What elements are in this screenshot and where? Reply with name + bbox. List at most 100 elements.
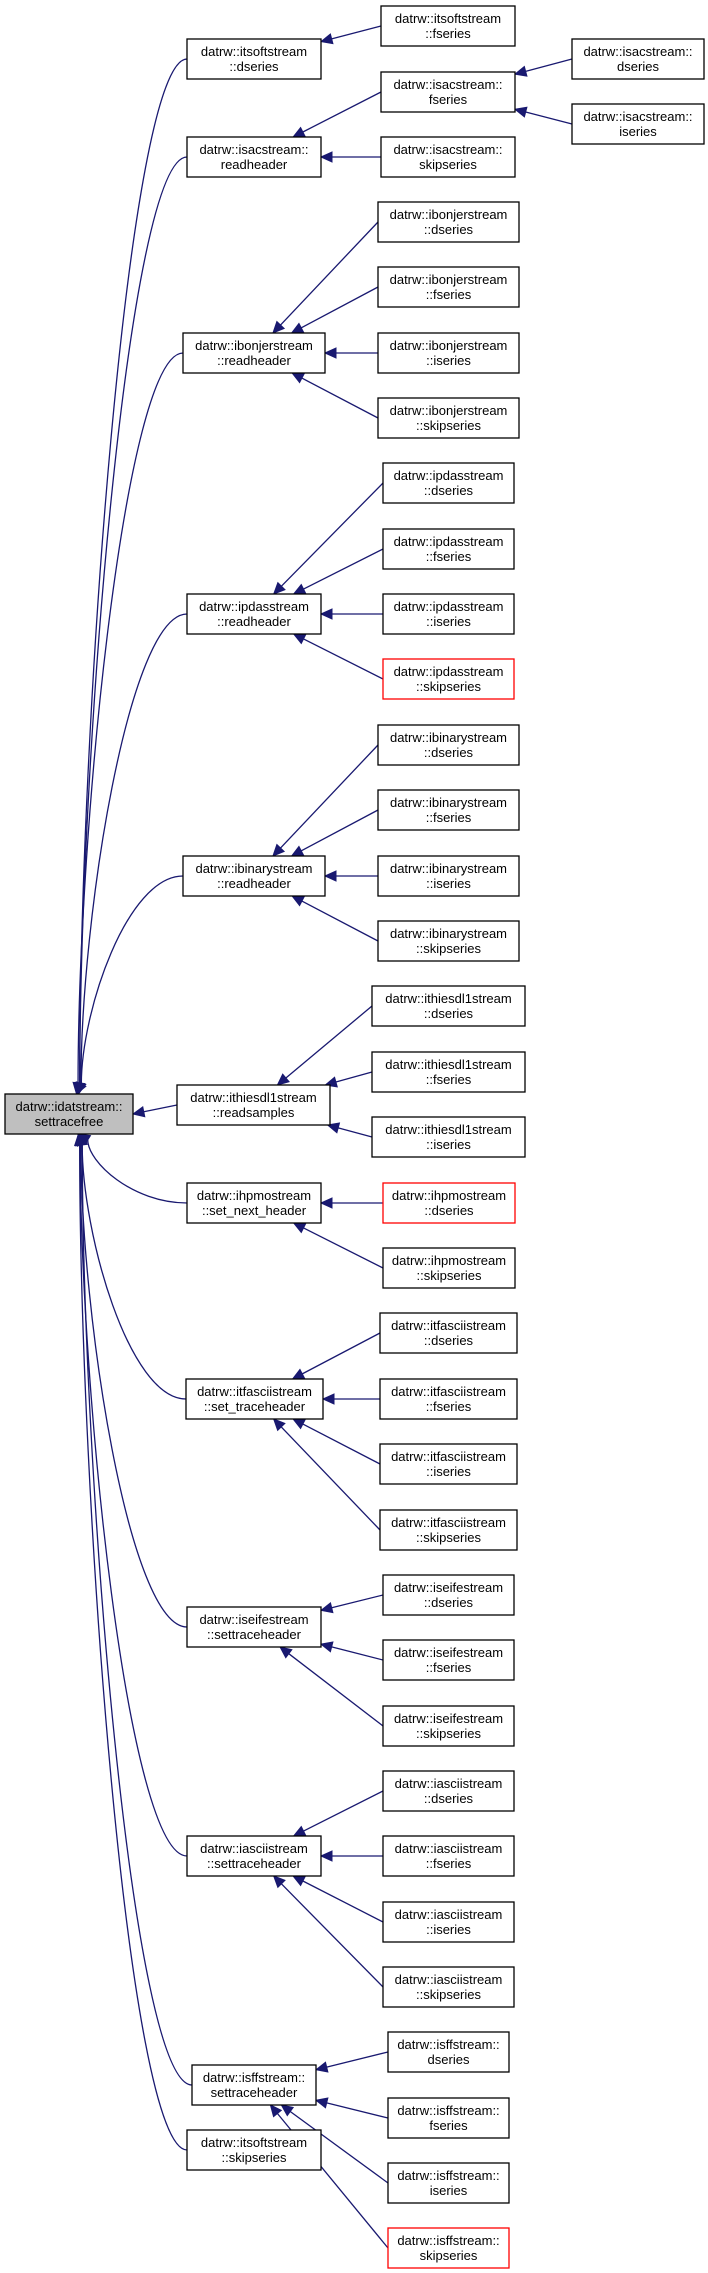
- node-box: [377, 397, 520, 439]
- node-box: [191, 2064, 317, 2106]
- node-ithiesdl1-fseries[interactable]: datrw::ithiesdl1stream::fseries: [371, 1051, 526, 1093]
- edge-line: [303, 638, 384, 680]
- edge-line: [87, 1139, 188, 1204]
- node-isac-dseries[interactable]: datrw::isacstream::dseries: [571, 38, 705, 80]
- edge-iascii_dseries-to-iascii_settraceheader: [292, 1790, 384, 1837]
- arrowhead-icon: [323, 870, 337, 882]
- node-isff-dseries[interactable]: datrw::isffstream::dseries: [387, 2031, 510, 2073]
- node-iascii-settraceheader[interactable]: datrw::iasciistream::settraceheader: [186, 1835, 322, 1877]
- node-iseife-settraceheader[interactable]: datrw::iseifestream::settraceheader: [186, 1606, 322, 1648]
- node-itsoft-skipseries[interactable]: datrw::itsoftstream::skipseries: [186, 2129, 322, 2171]
- node-ipdas-fseries[interactable]: datrw::ipdasstream::fseries: [382, 528, 515, 570]
- node-ibonjer-dseries[interactable]: datrw::ibonjerstream::dseries: [377, 201, 520, 243]
- node-label-line: ::readsamples: [213, 1105, 295, 1120]
- node-isac-readheader[interactable]: datrw::isacstream::readheader: [186, 136, 322, 178]
- node-iascii-fseries[interactable]: datrw::iasciistream::fseries: [382, 1835, 515, 1877]
- node-box: [382, 1705, 515, 1747]
- node-label-line: datrw::ihpmostream: [392, 1188, 506, 1203]
- node-itfascii-iseries[interactable]: datrw::itfasciistream::iseries: [379, 1443, 518, 1485]
- node-label-line: ::readheader: [217, 353, 291, 368]
- edge-line: [80, 1144, 188, 1628]
- edge-line: [280, 221, 379, 326]
- node-label-line: ::dseries: [424, 483, 474, 498]
- node-label-line: datrw::ithiesdl1stream: [385, 1057, 511, 1072]
- node-ibonjer-iseries[interactable]: datrw::ibonjerstream::iseries: [377, 332, 520, 374]
- edge-isac_readheader-to-root: [74, 156, 188, 1096]
- node-ithiesdl1-dseries[interactable]: datrw::ithiesdl1stream::dseries: [371, 985, 526, 1027]
- node-box: [382, 462, 515, 504]
- node-itfascii-fseries[interactable]: datrw::itfasciistream::fseries: [379, 1378, 518, 1420]
- edge-line: [326, 2051, 389, 2068]
- node-itfascii-set-traceheader[interactable]: datrw::itfasciistream::set_traceheader: [185, 1378, 324, 1420]
- node-isff-settraceheader[interactable]: datrw::isffstream::settraceheader: [191, 2064, 317, 2106]
- edges-layer: [72, 25, 573, 2249]
- node-ibinary-readheader[interactable]: datrw::ibinarystream::readheader: [182, 855, 326, 897]
- node-ibonjer-skipseries[interactable]: datrw::ibonjerstream::skipseries: [377, 397, 520, 439]
- edge-ibinary_dseries-to-ibinary_readheader: [272, 744, 379, 857]
- edge-ipdas_dseries-to-ipdas_readheader: [272, 482, 384, 595]
- node-label-line: iseries: [619, 124, 657, 139]
- node-ihpmo-dseries[interactable]: datrw::ihpmostream::dseries: [382, 1182, 516, 1224]
- node-box: [379, 1509, 518, 1551]
- arrowhead-icon: [272, 1418, 286, 1432]
- node-ipdas-readheader[interactable]: datrw::ipdasstream::readheader: [186, 593, 322, 635]
- node-label-line: ::dseries: [229, 59, 279, 74]
- node-ibonjer-fseries[interactable]: datrw::ibonjerstream::fseries: [377, 266, 520, 308]
- edge-ibonjer_readheader-to-root: [72, 352, 184, 1096]
- node-box: [380, 5, 516, 47]
- node-label-line: datrw::isacstream::: [393, 77, 502, 92]
- edge-iseife_skipseries-to-iseife_settraceheader: [279, 1646, 384, 1727]
- node-isac-fseries[interactable]: datrw::isacstream::fseries: [380, 71, 516, 113]
- node-itfascii-dseries[interactable]: datrw::itfasciistream::dseries: [379, 1312, 518, 1354]
- node-ithiesdl1-iseries[interactable]: datrw::ithiesdl1stream::iseries: [371, 1116, 526, 1158]
- node-label-line: fseries: [429, 92, 468, 107]
- node-ipdas-iseries[interactable]: datrw::ipdasstream::iseries: [382, 593, 515, 635]
- node-itsoft-fseries[interactable]: datrw::itsoftstream::fseries: [380, 5, 516, 47]
- node-itfascii-skipseries[interactable]: datrw::itfasciistream::skipseries: [379, 1509, 518, 1551]
- node-box: [4, 1093, 134, 1135]
- edge-itfascii_dseries-to-itfascii_set_traceheader: [291, 1332, 381, 1380]
- node-root[interactable]: datrw::idatstream::settracefree: [4, 1093, 134, 1135]
- node-label-line: datrw::isffstream::: [203, 2070, 305, 2085]
- node-ithiesdl1-readsamples[interactable]: datrw::ithiesdl1stream::readsamples: [176, 1084, 331, 1126]
- node-isac-iseries[interactable]: datrw::isacstream::iseries: [571, 103, 705, 145]
- node-iascii-iseries[interactable]: datrw::iasciistream::iseries: [382, 1901, 515, 1943]
- node-ibinary-skipseries[interactable]: datrw::ibinarystream::skipseries: [377, 920, 520, 962]
- node-label-line: datrw::isacstream::: [583, 109, 692, 124]
- node-label-line: datrw::iasciistream: [395, 1907, 503, 1922]
- node-box: [382, 1182, 516, 1224]
- node-itsoft-dseries[interactable]: datrw::itsoftstream::dseries: [186, 38, 322, 80]
- node-iseife-skipseries[interactable]: datrw::iseifestream::skipseries: [382, 1705, 515, 1747]
- node-isff-skipseries[interactable]: datrw::isffstream::skipseries: [387, 2227, 510, 2269]
- node-iascii-skipseries[interactable]: datrw::iasciistream::skipseries: [382, 1966, 515, 2008]
- edge-line: [301, 900, 379, 942]
- edge-itfascii_iseries-to-itfascii_set_traceheader: [292, 1418, 381, 1465]
- node-box: [377, 724, 520, 766]
- node-isac-skipseries[interactable]: datrw::isacstream::skipseries: [380, 136, 516, 178]
- edge-isff_skipseries-to-isff_settraceheader: [269, 2104, 389, 2249]
- node-iascii-dseries[interactable]: datrw::iasciistream::dseries: [382, 1770, 515, 1812]
- node-ibinary-dseries[interactable]: datrw::ibinarystream::dseries: [377, 724, 520, 766]
- node-ibinary-iseries[interactable]: datrw::ibinarystream::iseries: [377, 855, 520, 897]
- node-ihpmo-skipseries[interactable]: datrw::ihpmostream::skipseries: [382, 1247, 516, 1289]
- node-ibinary-fseries[interactable]: datrw::ibinarystream::fseries: [377, 789, 520, 831]
- node-label-line: datrw::ibonjerstream: [390, 207, 508, 222]
- node-isff-iseries[interactable]: datrw::isffstream::iseries: [387, 2162, 510, 2204]
- node-label-line: ::set_traceheader: [204, 1399, 306, 1414]
- edge-itsoft_fseries-to-itsoft_dseries: [319, 25, 382, 45]
- arrowhead-icon: [319, 1850, 333, 1862]
- edge-line: [338, 1127, 373, 1138]
- edge-line: [280, 1426, 381, 1531]
- node-ipdas-skipseries[interactable]: datrw::ipdasstream::skipseries: [382, 658, 515, 700]
- node-isff-fseries[interactable]: datrw::isffstream::fseries: [387, 2097, 510, 2139]
- node-ihpmo-set-next-header[interactable]: datrw::ihpmostream::set_next_header: [186, 1182, 322, 1224]
- arrowhead-icon: [319, 1602, 334, 1614]
- node-ipdas-dseries[interactable]: datrw::ipdasstream::dseries: [382, 462, 515, 504]
- node-label-line: datrw::ipdasstream: [199, 599, 309, 614]
- edge-line: [331, 25, 382, 40]
- edge-line: [303, 1227, 384, 1269]
- node-iseife-dseries[interactable]: datrw::iseifestream::dseries: [382, 1574, 515, 1616]
- node-iseife-fseries[interactable]: datrw::iseifestream::fseries: [382, 1639, 515, 1681]
- arrowhead-icon: [75, 1081, 87, 1096]
- node-ibonjer-readheader[interactable]: datrw::ibonjerstream::readheader: [182, 332, 326, 374]
